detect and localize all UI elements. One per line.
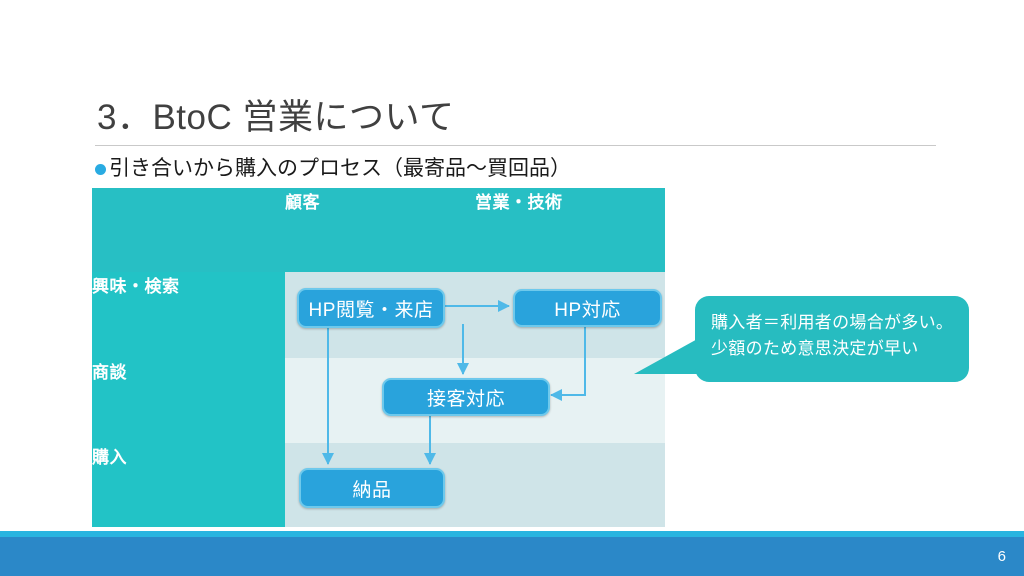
flow-node-hp-response[interactable]: HP対応 — [513, 289, 662, 327]
title-divider — [95, 145, 936, 146]
flow-node-delivery[interactable]: 納品 — [299, 468, 445, 508]
table-header-row: 顧客 営業・技術 — [92, 188, 665, 272]
callout-bubble: 購入者＝利用者の場合が多い。 少額のため意思決定が早い — [695, 296, 969, 382]
callout-tail-icon — [634, 332, 710, 374]
row-label-interest: 興味・検索 — [92, 272, 285, 358]
footer-accent-strip — [0, 531, 1024, 537]
bullet-dot-icon — [95, 163, 106, 175]
bullet-line: 引き合いから購入のプロセス（最寄品～買回品） — [95, 155, 571, 183]
row-label-negotiation: 商談 — [92, 358, 285, 443]
callout-line-1: 購入者＝利用者の場合が多い。 — [711, 313, 954, 332]
header-cell-blank — [92, 188, 285, 272]
cell-purchase-sales — [475, 443, 665, 527]
page-title: 3．BtoC 営業について — [97, 98, 455, 137]
header-cell-customer: 顧客 — [285, 188, 475, 272]
header-cell-sales: 営業・技術 — [475, 188, 665, 272]
flow-node-hp-view[interactable]: HP閲覧・来店 — [297, 288, 445, 328]
page-number: 6 — [997, 548, 1006, 565]
bullet-text: 引き合いから購入のプロセス（最寄品～買回品） — [109, 157, 571, 180]
table-row: 商談 — [92, 358, 665, 443]
row-label-purchase: 購入 — [92, 443, 285, 527]
footer-bar — [0, 537, 1024, 576]
callout-line-2: 少額のため意思決定が早い — [711, 339, 919, 358]
flow-node-reception[interactable]: 接客対応 — [382, 378, 550, 416]
